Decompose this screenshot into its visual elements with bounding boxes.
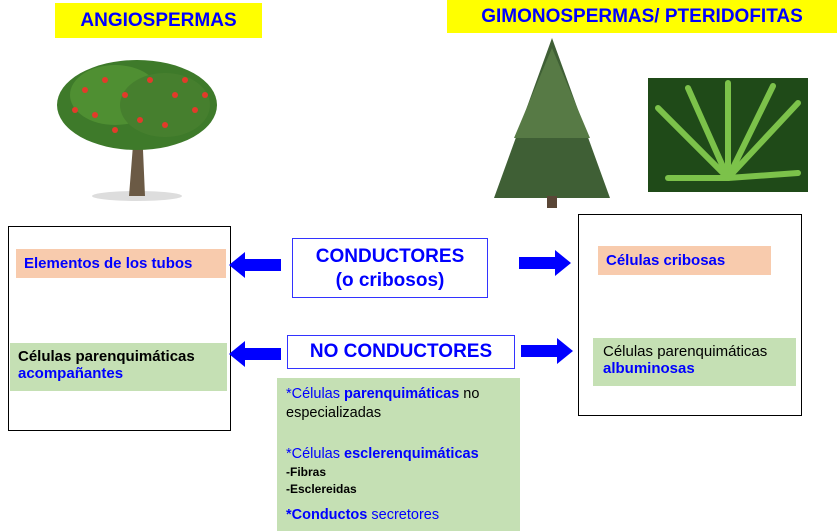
no-conductores-list: *Células parenquimáticas no especializad… xyxy=(277,378,520,531)
gimnospermas-header: GIMONOSPERMAS/ PTERIDOFITAS xyxy=(447,0,837,33)
item-rest: no especializadas xyxy=(286,386,480,421)
sub-item: -Esclereidas xyxy=(286,482,357,496)
celulas-albuminosas-label: Células parenquimáticas albuminosas xyxy=(593,338,796,386)
arrow-right-icon xyxy=(519,250,571,276)
elementos-tubos-label: Elementos de los tubos xyxy=(16,249,226,278)
item-prefix: *Células xyxy=(286,446,345,462)
apple-tree-image xyxy=(57,60,217,201)
list-item: *Células esclerenquimáticas xyxy=(286,445,511,464)
angiospermas-box xyxy=(8,226,231,431)
celulas-cribosas-label: Células cribosas xyxy=(598,246,771,275)
item-line: Células parenquimáticas xyxy=(603,343,768,360)
list-item: *Conductos secretores xyxy=(286,506,511,525)
item-line: albuminosas xyxy=(603,360,695,377)
item-line: acompañantes xyxy=(18,365,124,382)
item-line: Células parenquimáticas xyxy=(18,348,195,365)
item-prefix: *Células xyxy=(286,386,345,402)
no-conductores-box: NO CONDUCTORES xyxy=(287,335,515,369)
conductores-title: CONDUCTORES xyxy=(315,246,465,267)
gimnospermas-box xyxy=(578,214,802,416)
arrow-left-icon xyxy=(229,341,281,367)
angiospermas-header: ANGIOSPERMAS xyxy=(55,3,262,38)
fern-image xyxy=(648,78,808,192)
list-item: *Células parenquimáticas no especializad… xyxy=(286,385,511,423)
item-rest: secretores xyxy=(367,507,440,523)
pine-tree-image xyxy=(494,38,610,208)
arrow-left-icon xyxy=(229,252,281,278)
conductores-box: CONDUCTORES (o cribosos) xyxy=(292,238,488,298)
item-bold: esclerenquimáticas xyxy=(344,446,479,462)
celulas-acompanantes-label: Células parenquimáticas acompañantes xyxy=(10,343,227,391)
conductores-subtitle: (o cribosos) xyxy=(335,270,445,291)
sub-item: -Fibras xyxy=(286,465,327,479)
arrow-right-icon xyxy=(521,338,573,364)
item-bold: *Conductos xyxy=(286,507,368,523)
item-bold: parenquimáticas xyxy=(344,386,460,402)
